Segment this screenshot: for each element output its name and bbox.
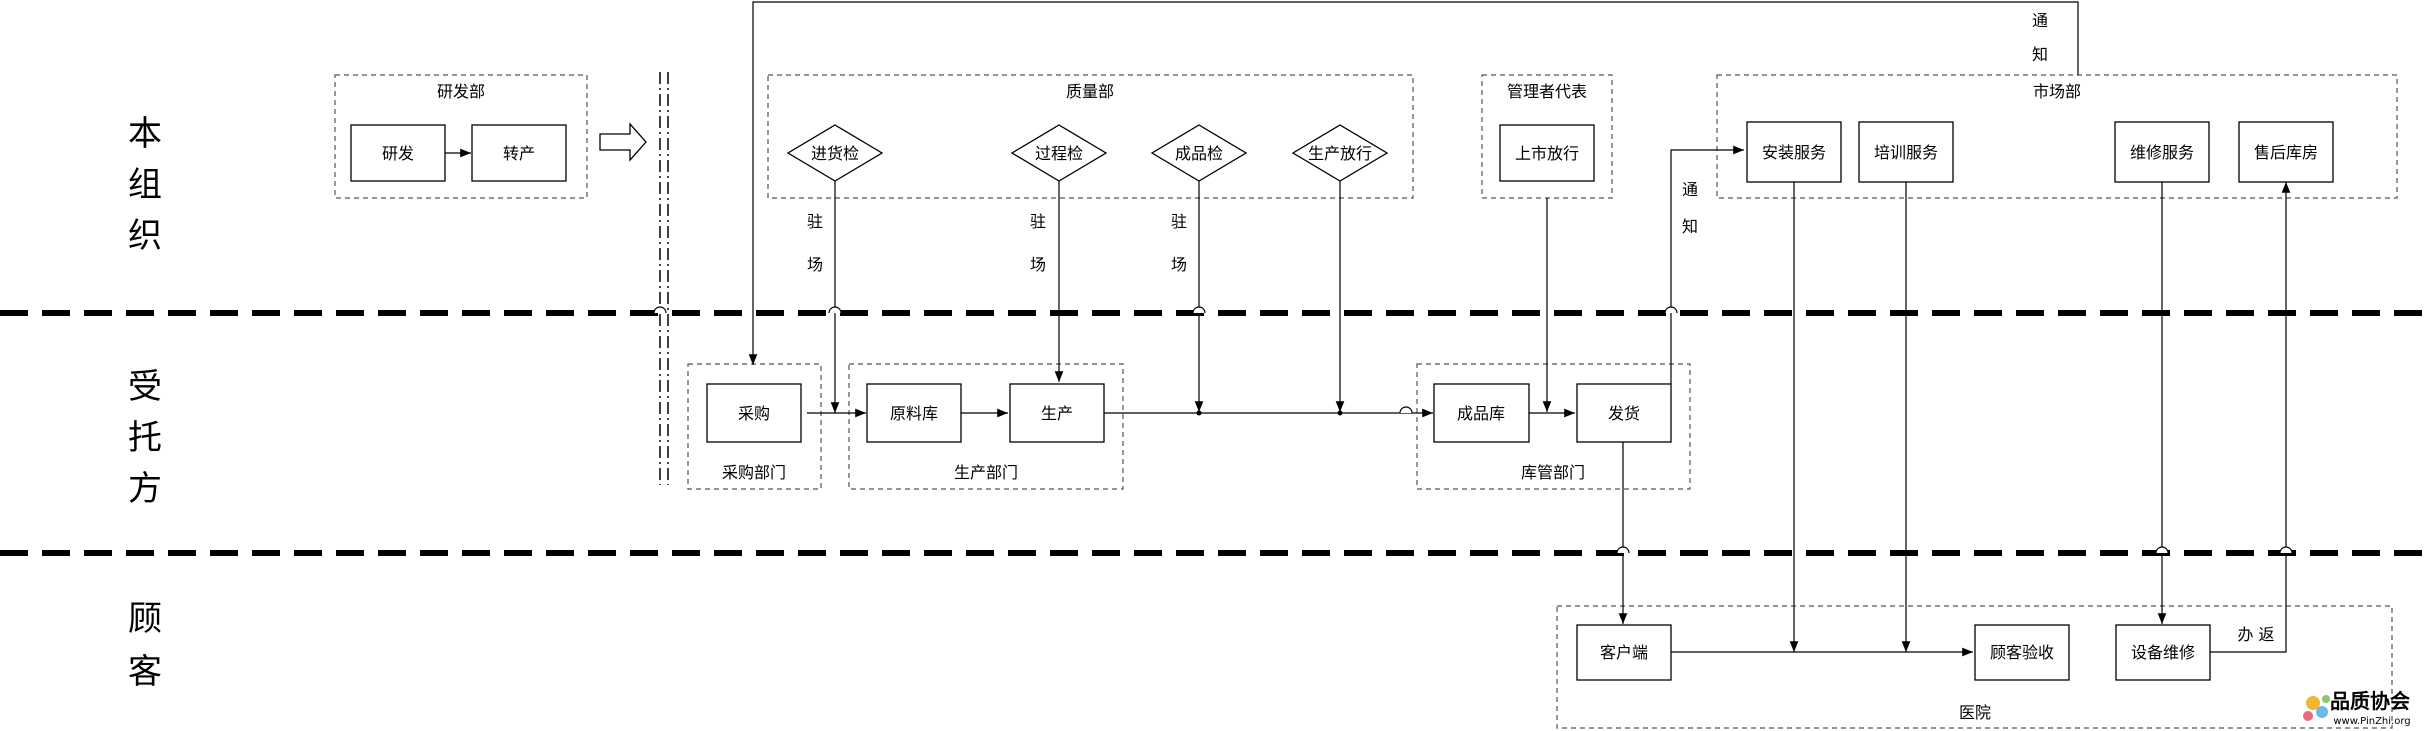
onsite-3-char-2: 场 (1171, 255, 1187, 274)
watermark-text: 品质协会 (2330, 689, 2410, 713)
node-production (1009, 383, 1105, 443)
node-release-label: 生产放行 (1308, 144, 1372, 163)
node-raw-store (866, 383, 962, 443)
node-process-check-label: 过程检 (1035, 144, 1083, 163)
crossing-bump (1399, 406, 1413, 414)
node-incoming-check (786, 124, 884, 182)
node-install-service-label: 安装服务 (1762, 143, 1826, 162)
junction-dot (1196, 410, 1202, 416)
group-market (1716, 74, 2398, 199)
lane-label-contractor-1: 受 (128, 367, 162, 407)
node-research-label: 研发 (382, 144, 414, 163)
onsite-3-char-1: 驻 (1171, 212, 1187, 231)
handle-return-label: 办 返 (2237, 625, 2274, 644)
node-repair-service (2114, 121, 2210, 183)
node-acceptance (1974, 624, 2070, 681)
node-market-release-label: 上市放行 (1515, 144, 1579, 163)
node-transfer (471, 124, 567, 182)
group-warehouse (1416, 363, 1691, 490)
group-mgmt-rep-label: 管理者代表 (1507, 82, 1587, 101)
crossing-bump (2155, 546, 2169, 554)
crossing-bump (828, 306, 842, 314)
edge-market-notify-purchase (748, 1, 2079, 365)
node-delivery-label: 发货 (1608, 404, 1640, 423)
group-quality (767, 74, 1414, 199)
group-hospital (1556, 605, 2393, 729)
lane-label-org-2: 组 (128, 165, 162, 205)
lane-label-contractor-3: 方 (128, 469, 162, 509)
group-production-label: 生产部门 (954, 463, 1018, 482)
node-raw-store-label: 原料库 (890, 404, 938, 423)
onsite-1-char-1: 驻 (807, 212, 823, 231)
lane-label-contractor-2: 托 (128, 418, 162, 458)
group-rd-label: 研发部 (437, 82, 485, 101)
edge-device-return-store (2210, 182, 2291, 653)
node-device-repair-label: 设备维修 (2131, 643, 2195, 662)
node-production-label: 生产 (1041, 404, 1073, 423)
node-aftersale-store-label: 售后库房 (2254, 143, 2318, 162)
node-delivery (1576, 383, 1672, 443)
node-purchase (706, 383, 802, 443)
watermark-logo: 品质协会 www.PinZhi.org (2303, 689, 2411, 727)
node-finished-store (1433, 383, 1530, 443)
group-warehouse-label: 库管部门 (1521, 463, 1585, 482)
edge-delivery-notify-install (1670, 145, 1744, 384)
lane-label-org-1: 本 (128, 114, 162, 154)
group-production (848, 363, 1124, 490)
node-purchase-label: 采购 (738, 404, 770, 423)
group-market-label: 市场部 (2033, 82, 2081, 101)
node-aftersale-store (2238, 121, 2334, 183)
notify-top-char-1: 通 (2032, 11, 2048, 30)
notify-mid-char-1: 通 (1682, 180, 1698, 199)
onsite-2-char-2: 场 (1030, 255, 1046, 274)
group-hospital-label: 医院 (1959, 703, 1991, 722)
node-process-check (1010, 124, 1108, 182)
onsite-1-char-2: 场 (807, 255, 823, 274)
notify-top-char-2: 知 (2032, 45, 2048, 64)
lane-label-customer-1: 顾 (128, 599, 162, 639)
node-client-label: 客户端 (1600, 643, 1648, 662)
group-purchase-label: 采购部门 (722, 463, 786, 482)
node-training-service-label: 培训服务 (1874, 143, 1938, 162)
node-training-service (1858, 121, 1954, 183)
node-finished-check (1150, 124, 1248, 182)
node-research (350, 124, 446, 182)
node-device-repair (2115, 624, 2211, 681)
crossing-bump (1616, 546, 1630, 554)
node-transfer-label: 转产 (503, 144, 535, 163)
watermark-url: www.PinZhi.org (2333, 716, 2410, 727)
node-incoming-check-label: 进货检 (811, 144, 859, 163)
lane-label-customer-2: 客 (128, 652, 162, 692)
node-finished-check-label: 成品检 (1175, 144, 1223, 163)
transfer-arrow-icon (599, 122, 647, 162)
node-client (1576, 624, 1672, 681)
node-finished-store-label: 成品库 (1457, 404, 1505, 423)
group-rd (334, 74, 588, 199)
lane-label-org-3: 织 (128, 216, 162, 256)
node-repair-service-label: 维修服务 (2130, 143, 2194, 162)
crossing-bump (2279, 546, 2293, 554)
notify-mid-char-2: 知 (1682, 217, 1698, 236)
crossing-bump (1192, 306, 1206, 314)
onsite-2-char-1: 驻 (1030, 212, 1046, 231)
node-install-service (1746, 121, 1842, 183)
crossing-bump (1664, 306, 1678, 314)
node-acceptance-label: 顾客验收 (1990, 643, 2054, 662)
node-release (1291, 124, 1389, 182)
junction-dot (1337, 410, 1343, 416)
crossing-bump (653, 306, 667, 314)
group-quality-label: 质量部 (1066, 82, 1114, 101)
node-market-release (1499, 124, 1595, 182)
